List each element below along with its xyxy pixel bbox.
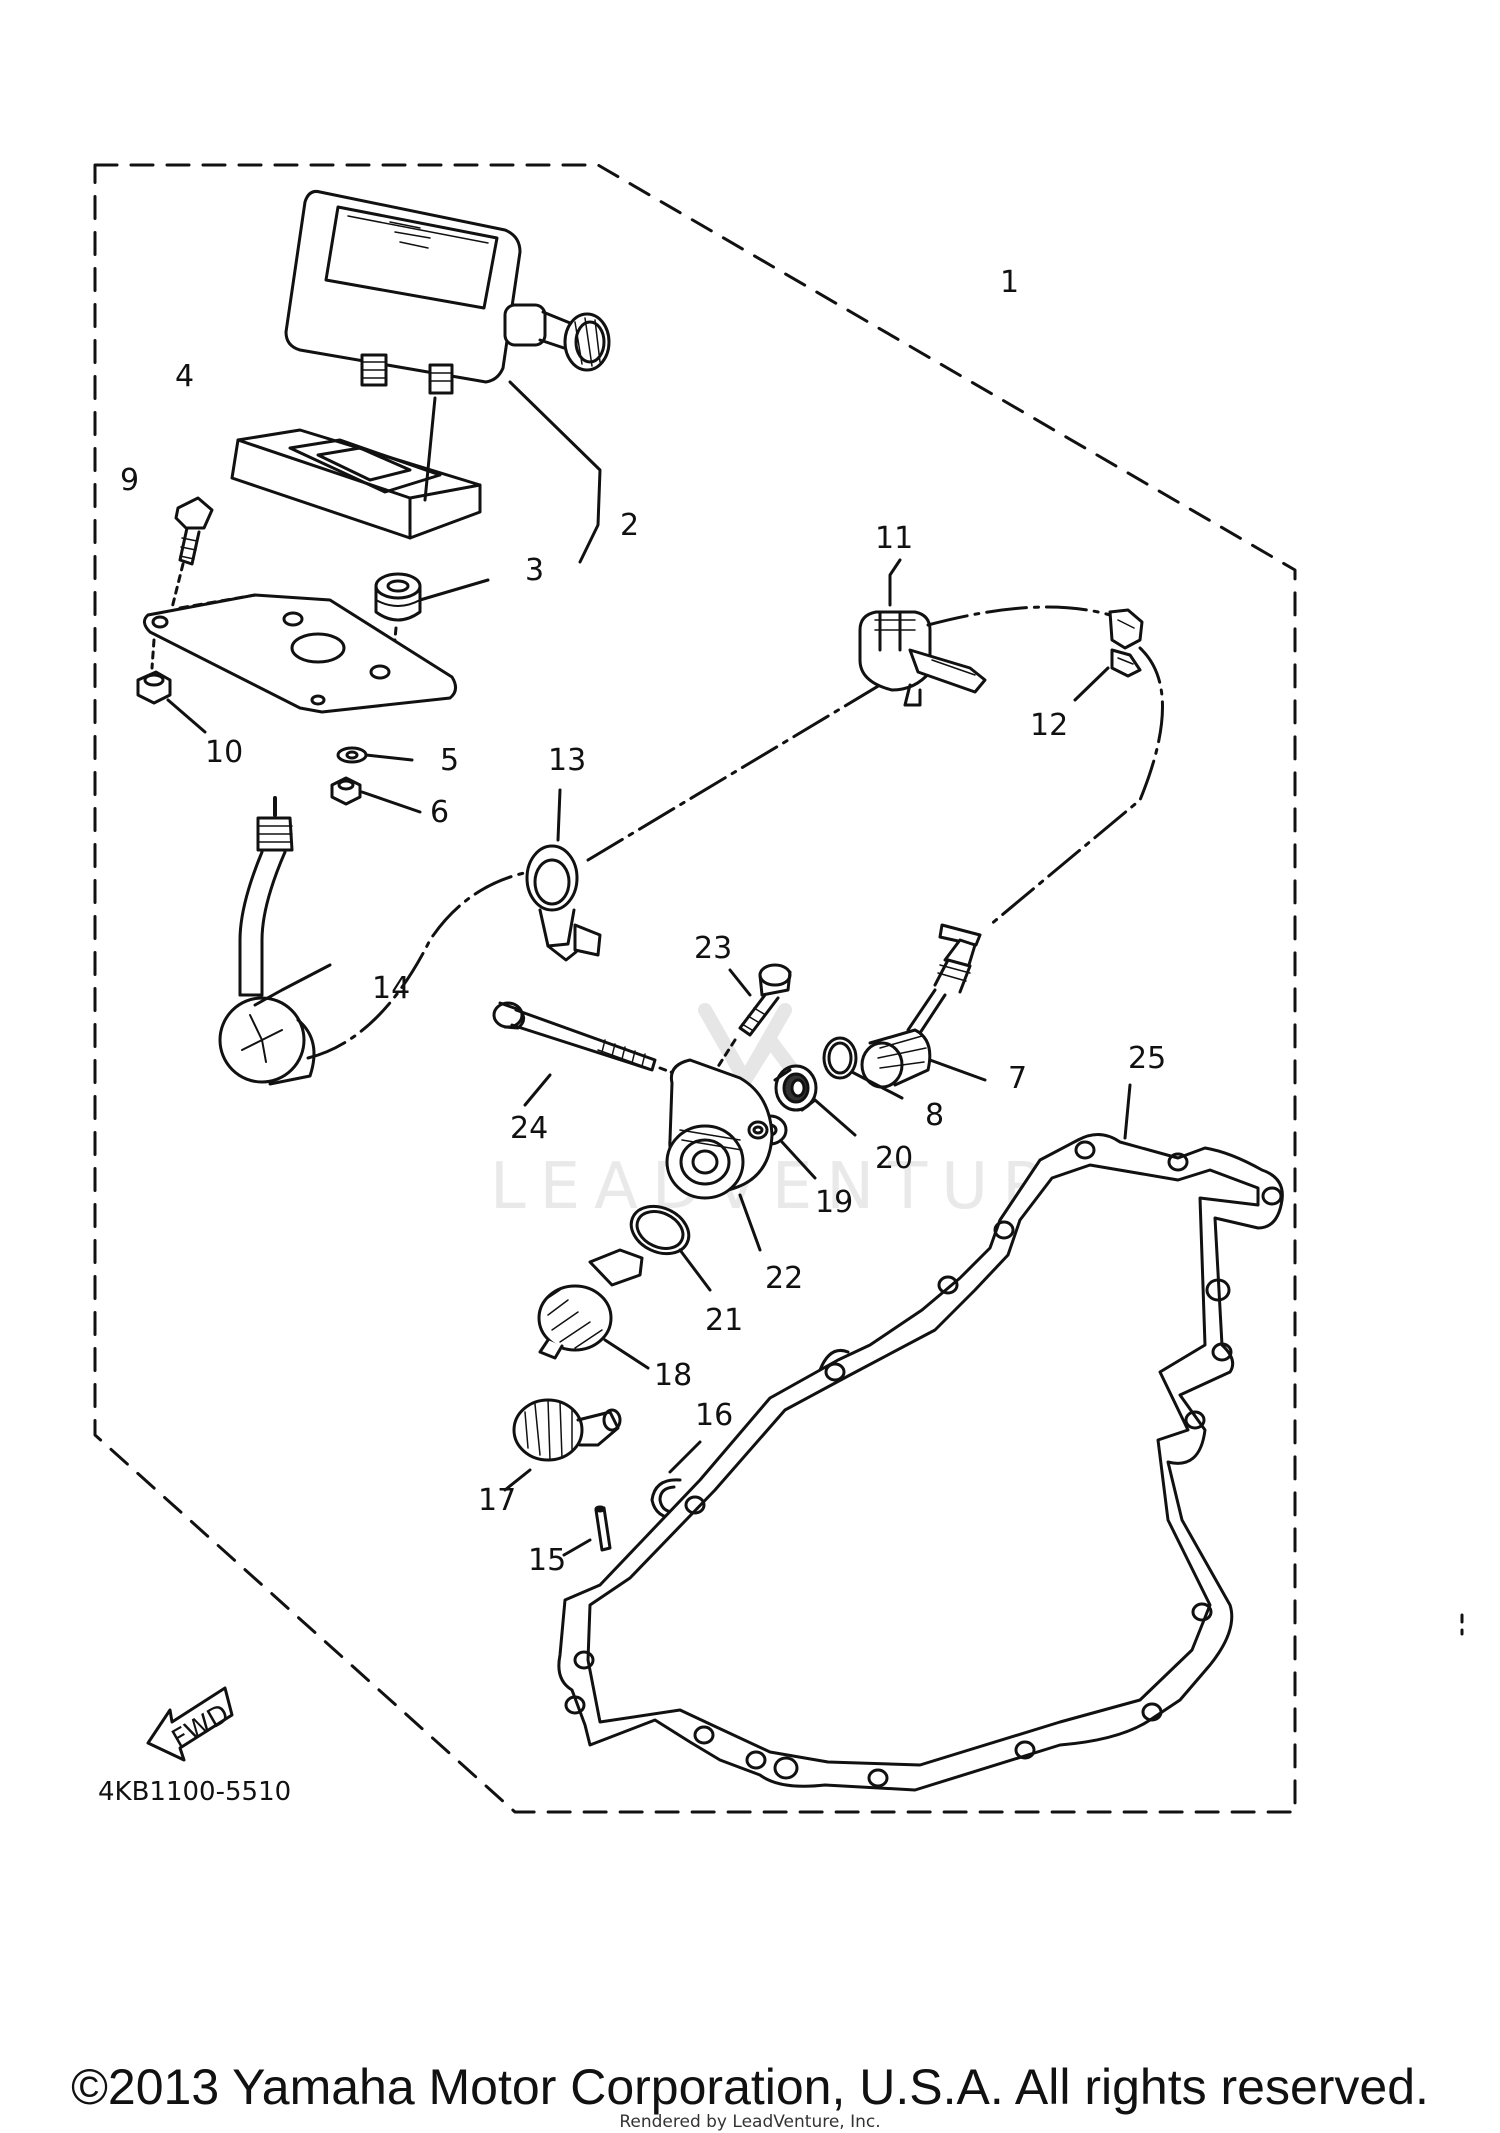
cable-tie-icon — [858, 610, 987, 707]
cable-route-right — [926, 605, 1112, 627]
washer-icon — [336, 746, 368, 764]
meter-bracket-plate-icon — [143, 593, 457, 714]
callout-19: 19 — [815, 1185, 853, 1220]
drive-sleeve-icon — [860, 923, 982, 1089]
screw-icon — [738, 963, 792, 1037]
leader-2 — [508, 380, 602, 564]
o-ring-8-icon — [822, 1036, 858, 1080]
callout-21: 21 — [705, 1303, 743, 1338]
cable-clamp-icon — [525, 844, 602, 962]
part-code: 4KB1100-5510 — [98, 1777, 291, 1807]
leader-3 — [418, 578, 490, 602]
cable-route-down — [988, 646, 1164, 927]
leader-8 — [850, 1070, 904, 1100]
grommet-icon — [374, 572, 422, 622]
leader-16 — [668, 1440, 702, 1474]
callout-12: 12 — [1030, 708, 1068, 743]
forward-arrow-icon — [146, 1686, 234, 1762]
leader-20 — [813, 1098, 857, 1137]
parts-diagram: LEADVENTURE — [93, 163, 1464, 1814]
cable-route-top — [586, 683, 882, 862]
rendered-by: Rendered by LeadVenture, Inc. — [619, 2112, 881, 2132]
callout-15: 15 — [528, 1543, 566, 1578]
callout-25: 25 — [1128, 1041, 1166, 1076]
callout-6: 6 — [430, 795, 449, 830]
leader-25 — [1123, 1083, 1132, 1140]
pin-icon — [594, 1505, 612, 1552]
leader-15 — [562, 1538, 592, 1557]
leader-21 — [678, 1248, 712, 1292]
leader-22 — [738, 1193, 762, 1252]
callout-17: 17 — [478, 1483, 516, 1518]
callout-4: 4 — [175, 359, 194, 394]
leader-24 — [523, 1073, 552, 1107]
callout-1: 1 — [1000, 265, 1019, 300]
callout-3: 3 — [525, 553, 544, 588]
callout-10: 10 — [205, 735, 243, 770]
leader-11 — [888, 558, 902, 607]
callout-5: 5 — [440, 743, 459, 778]
leader-10 — [166, 698, 207, 734]
callout-20: 20 — [875, 1141, 913, 1176]
watermark-text: LEADVENTURE — [490, 1150, 1115, 1224]
callout-2: 2 — [620, 508, 639, 543]
leader-18 — [603, 1338, 650, 1370]
gasket-icon — [557, 1133, 1284, 1792]
flange-nut-icon — [136, 670, 172, 705]
copyright-notice: ©2013 Yamaha Motor Corporation, U.S.A. A… — [71, 2059, 1429, 2115]
cable-route-left — [306, 868, 542, 1060]
callout-18: 18 — [654, 1358, 692, 1393]
callout-22: 22 — [765, 1261, 803, 1296]
callout-16: 16 — [695, 1398, 733, 1433]
long-bolt-icon — [492, 1001, 657, 1072]
leader-7 — [928, 1058, 987, 1082]
leader-9 — [170, 562, 185, 610]
callout-23: 23 — [694, 931, 732, 966]
leader-17 — [503, 1468, 532, 1492]
leader-5 — [364, 753, 414, 762]
speedometer-assembly-icon — [284, 190, 611, 395]
callout-14: 14 — [372, 971, 410, 1006]
leader-23b — [696, 1038, 737, 1100]
oil-seal-icon — [773, 1064, 818, 1112]
bolt-icon — [174, 496, 214, 566]
leader-13 — [556, 788, 562, 842]
leader-12 — [1073, 666, 1110, 702]
cable-guide-icon — [1108, 608, 1144, 678]
callout-9: 9 — [120, 463, 139, 498]
callout-13: 13 — [548, 743, 586, 778]
o-ring-21-icon — [629, 1204, 691, 1256]
leader-10a — [150, 638, 156, 670]
leader-14 — [253, 963, 332, 1007]
leader-2b — [423, 396, 437, 502]
callout-24: 24 — [510, 1111, 548, 1146]
leader-19 — [780, 1140, 817, 1180]
gear-housing-icon — [665, 1058, 774, 1200]
callout-11: 11 — [875, 521, 913, 556]
speedometer-cable-icon — [218, 796, 316, 1086]
nut-icon — [330, 776, 362, 806]
bracket-cushion-icon — [230, 428, 482, 540]
leader-23 — [728, 968, 752, 997]
leader-6 — [360, 790, 422, 814]
driven-gear-icon — [512, 1398, 622, 1462]
callout-8: 8 — [925, 1098, 944, 1133]
drive-gear-icon — [537, 1248, 644, 1360]
callout-7: 7 — [1008, 1061, 1027, 1096]
assembly-boundary — [93, 163, 1297, 1814]
